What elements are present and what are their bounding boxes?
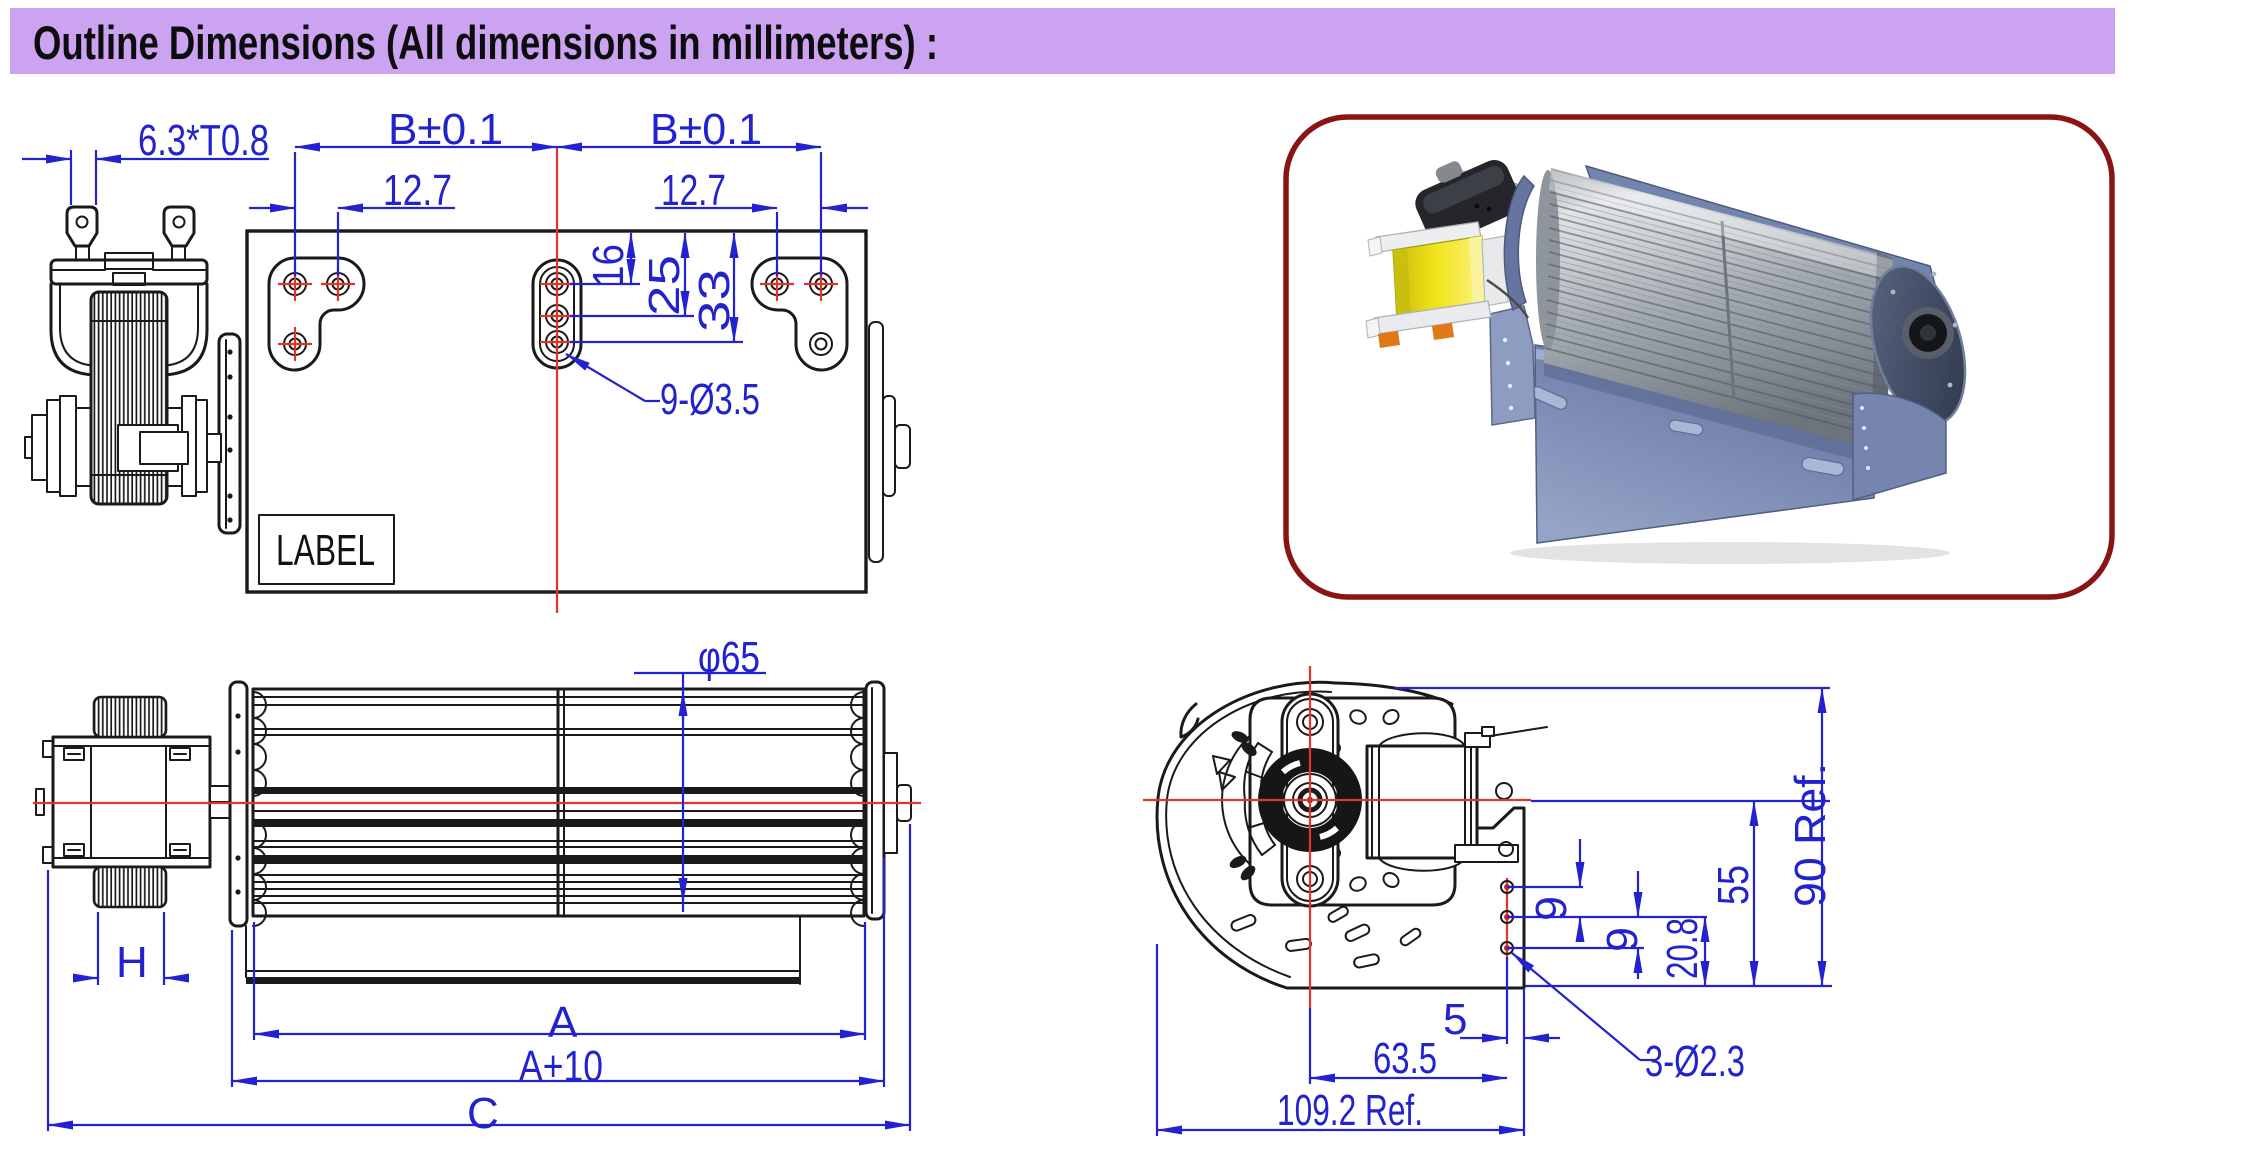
svg-text:6.3*T0.8: 6.3*T0.8	[138, 116, 269, 165]
svg-text:9-Ø3.5: 9-Ø3.5	[660, 375, 760, 424]
svg-text:12.7: 12.7	[661, 166, 726, 215]
svg-text:3-Ø2.3: 3-Ø2.3	[1645, 1037, 1745, 1086]
svg-text:25: 25	[640, 255, 689, 316]
svg-text:12.7: 12.7	[383, 166, 452, 215]
svg-text:5: 5	[1443, 995, 1467, 1044]
svg-text:A: A	[548, 998, 578, 1047]
svg-text:B±0.1: B±0.1	[650, 105, 762, 154]
svg-text:20.8: 20.8	[1658, 918, 1707, 979]
svg-text:H: H	[116, 938, 148, 987]
svg-text:A+10: A+10	[519, 1042, 603, 1091]
svg-text:90 Ref.: 90 Ref.	[1786, 763, 1835, 907]
svg-text:9: 9	[1527, 896, 1576, 921]
svg-text:109.2 Ref.: 109.2 Ref.	[1277, 1086, 1423, 1135]
svg-text:16: 16	[584, 244, 633, 287]
svg-text:33: 33	[690, 269, 739, 332]
svg-text:C: C	[467, 1089, 499, 1138]
svg-text:LABEL: LABEL	[276, 526, 375, 575]
svg-text:55: 55	[1709, 865, 1758, 905]
svg-text:9: 9	[1598, 927, 1647, 952]
svg-text:63.5: 63.5	[1373, 1034, 1437, 1083]
svg-text:φ65: φ65	[698, 633, 760, 682]
svg-text:Outline Dimensions (All dimens: Outline Dimensions (All dimensions in mi…	[33, 16, 938, 69]
svg-text:B±0.1: B±0.1	[388, 105, 503, 154]
